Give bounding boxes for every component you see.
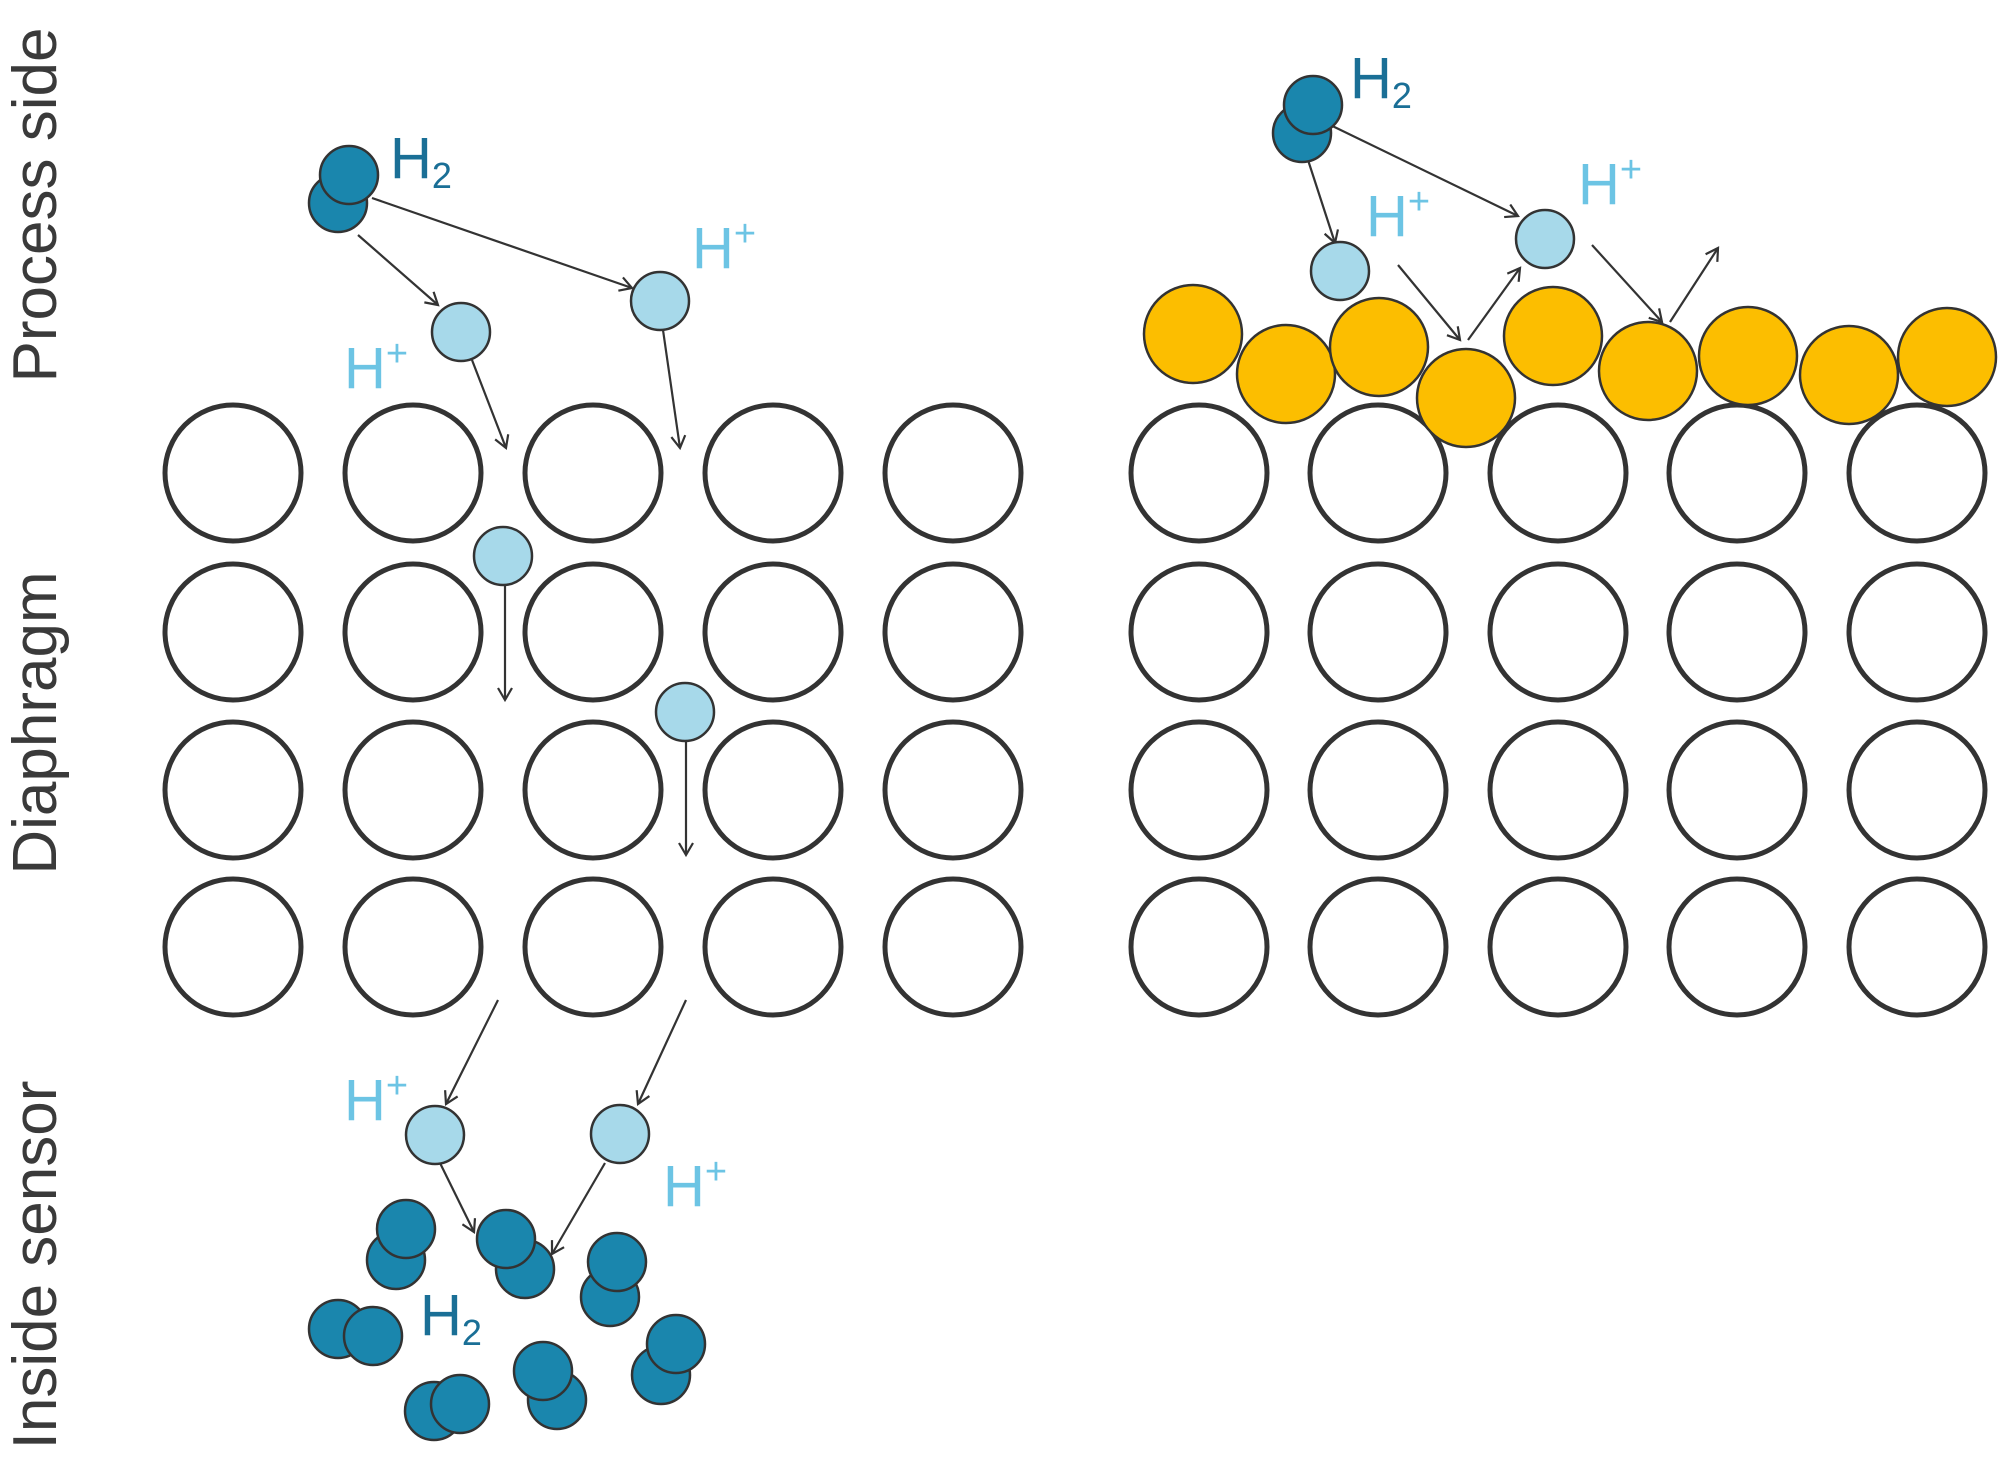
- diffusion-arrow: [444, 999, 499, 1106]
- diffusion-arrow: [357, 234, 440, 307]
- h-plus-ion: [430, 301, 492, 363]
- lattice-atom: [1487, 561, 1629, 703]
- diffusion-arrow: [1669, 246, 1720, 323]
- h2-molecule: [365, 1198, 437, 1291]
- lattice-atom: [522, 561, 664, 703]
- gold-atom: [1328, 296, 1430, 398]
- h2-molecule: [1271, 74, 1344, 164]
- lattice-atom: [1666, 719, 1808, 861]
- h2-label-process-right: H2: [1350, 46, 1412, 116]
- gold-atom: [1235, 323, 1337, 425]
- h-plus-ion: [1309, 240, 1371, 302]
- inside-sensor-label: Inside sensor: [1, 1081, 70, 1450]
- gold-atom: [1896, 306, 1998, 408]
- h-plus-label-3: H+: [1366, 181, 1430, 249]
- h2-molecule: [579, 1231, 648, 1328]
- lattice-atom: [1487, 402, 1629, 544]
- lattice-atom: [162, 876, 304, 1018]
- diffusion-arrow: [1306, 159, 1340, 246]
- h-plus-ion: [629, 270, 691, 332]
- lattice-atom: [1487, 876, 1629, 1018]
- h-plus-label-6: H+: [663, 1151, 727, 1219]
- gold-coating-layer: [1142, 283, 1998, 449]
- lattice-atom: [1846, 719, 1988, 861]
- diffusion-arrows: [357, 119, 1720, 1256]
- h2-molecule: [403, 1373, 491, 1442]
- diffusion-arrow: [661, 329, 687, 451]
- lattice-atom: [702, 402, 844, 544]
- diffusion-arrow: [1591, 244, 1664, 324]
- h-plus-ion: [654, 681, 716, 743]
- lattice-atom: [1128, 719, 1270, 861]
- lattice-atom: [342, 876, 484, 1018]
- lattice-atom: [1307, 719, 1449, 861]
- lattice-atom: [882, 719, 1024, 861]
- diffusion-arrow: [635, 999, 687, 1106]
- h-plus-label-4: H+: [1578, 149, 1642, 217]
- lattice-atom: [522, 402, 664, 544]
- lattice-atom: [1128, 402, 1270, 544]
- lattice-atom: [1487, 719, 1629, 861]
- h-plus-ion: [589, 1103, 651, 1165]
- gold-atom: [1142, 283, 1244, 385]
- h-plus-ion: [404, 1104, 466, 1166]
- lattice-atom: [1846, 561, 1988, 703]
- diffusion-arrow: [371, 196, 635, 292]
- diaphragm-lattice-coated: [1128, 402, 1988, 1018]
- lattice-atom: [522, 719, 664, 861]
- lattice-atom: [702, 561, 844, 703]
- diffusion-arrow: [1467, 266, 1522, 341]
- lattice-atom: [1128, 876, 1270, 1018]
- lattice-atom: [342, 402, 484, 544]
- h-plus-ion: [472, 525, 534, 587]
- lattice-atom: [1666, 402, 1808, 544]
- gold-atom: [1415, 347, 1517, 449]
- lattice-atom: [1307, 402, 1449, 544]
- diaphragm-lattice-uncoated: [162, 402, 1024, 1018]
- lattice-atom: [162, 561, 304, 703]
- lattice-atom: [1307, 876, 1449, 1018]
- diffusion-arrow: [470, 359, 510, 451]
- h2-molecules: [307, 74, 1344, 1442]
- h2-molecule: [475, 1208, 556, 1300]
- lattice-atom: [162, 719, 304, 861]
- h2-molecule: [307, 144, 380, 234]
- h-plus-label-2: H+: [344, 333, 408, 401]
- lattice-atom: [702, 719, 844, 861]
- lattice-atom: [882, 561, 1024, 703]
- diffusion-arrow: [1319, 119, 1520, 219]
- lattice-atom: [342, 719, 484, 861]
- h2-label-inside-sensor: H2: [420, 1283, 482, 1353]
- diffusion-arrow: [550, 1162, 606, 1256]
- h2-molecule: [307, 1298, 404, 1367]
- lattice-atom: [882, 876, 1024, 1018]
- lattice-atom: [882, 402, 1024, 544]
- h2-molecule: [512, 1340, 588, 1431]
- gold-atom: [1502, 285, 1604, 387]
- lattice-atom: [1666, 561, 1808, 703]
- lattice-atom: [702, 876, 844, 1018]
- gold-atom: [1597, 320, 1699, 422]
- diffusion-arrow: [439, 1162, 477, 1234]
- diffusion-arrow: [1397, 264, 1462, 342]
- lattice-atom: [342, 561, 484, 703]
- gold-atom: [1697, 305, 1799, 407]
- h2-molecule: [630, 1313, 707, 1406]
- process-side-label: Process side: [1, 28, 70, 383]
- lattice-atom: [1846, 876, 1988, 1018]
- lattice-atom: [1666, 876, 1808, 1018]
- lattice-atom: [522, 876, 664, 1018]
- hydrogen-ions: [404, 208, 1576, 1166]
- h-plus-label-5: H+: [344, 1065, 408, 1133]
- diaphragm-label: Diaphragm: [1, 571, 70, 874]
- gold-atom: [1798, 324, 1900, 426]
- h2-label-process-left: H2: [390, 126, 452, 196]
- lattice-atom: [1128, 561, 1270, 703]
- lattice-atom: [162, 402, 304, 544]
- h-plus-ion: [1514, 208, 1576, 270]
- lattice-atom: [1846, 402, 1988, 544]
- lattice-atom: [1307, 561, 1449, 703]
- h-plus-label-1: H+: [692, 213, 756, 281]
